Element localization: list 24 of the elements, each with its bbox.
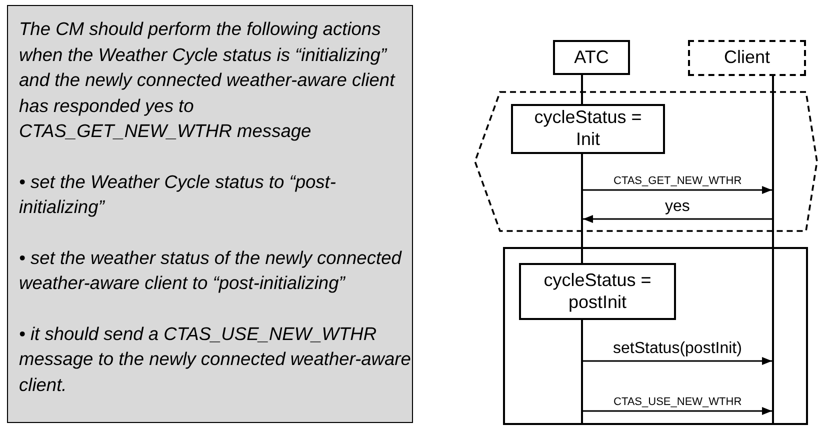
fragment-frame [503,247,808,425]
node-label: cycleStatus = postInit [542,270,652,314]
requirement-note [7,5,413,423]
message-arrow [583,186,772,194]
node-label: ATC [574,46,609,68]
node-label: Client [724,47,770,69]
state-box [519,263,676,320]
message-label: setStatus(postInit) [613,340,742,358]
bullet-item: • it should send a CTAS_USE_NEW_WTHR message to the newly connected weather-aware client. [19,322,411,396]
message-arrow [583,215,772,223]
lifeline [581,75,583,425]
state-box [511,104,665,154]
message-arrow [583,407,772,415]
message-label: CTAS_USE_NEW_WTHR [614,396,742,408]
message-arrow [583,357,772,365]
bullet-item: • set the weather status of the newly connected weather-aware client to “post-initializing” [19,246,403,295]
lifeline-head [553,40,630,75]
requirement-text: The CM should perform the following actions when the Weather Cycle status is “initializing” and the newly connected weather-aware client has responded yes to CTAS_GET_NEW_WTHR message [19,17,396,143]
message-label: CTAS_GET_NEW_WTHR [614,175,742,188]
bullet-item: • set the Weather Cycle status to “post-initializing” [19,170,337,219]
dashed-fragment [474,91,818,232]
lifeline-head [688,40,806,76]
lifeline [772,76,774,425]
node-label: cycleStatus = Init [533,107,643,151]
